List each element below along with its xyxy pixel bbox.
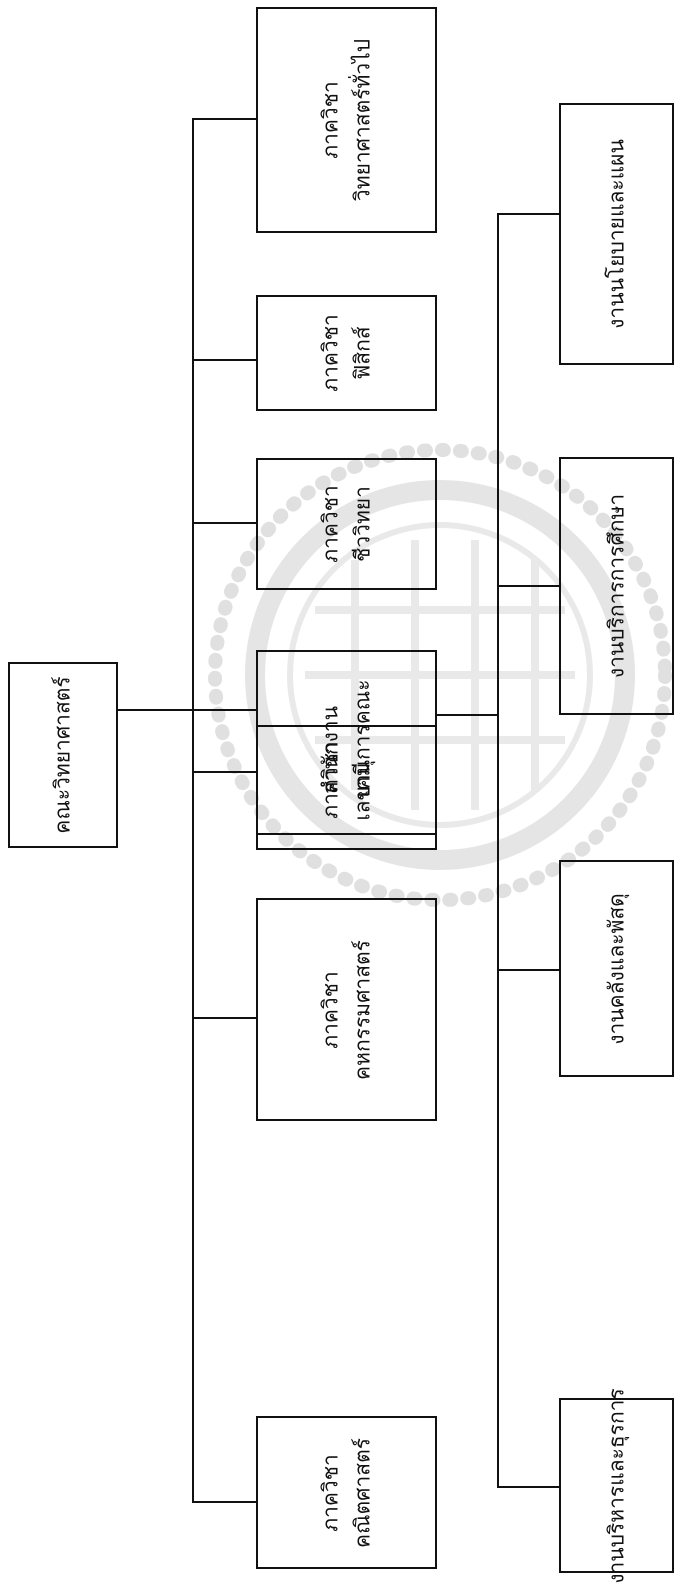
connector-general-science [192, 118, 256, 120]
dept-line2: ชีววิทยา [349, 486, 374, 562]
connector-academic-services [497, 585, 559, 587]
root-box-faculty-of-science: คณะวิทยาศาสตร์ [8, 662, 118, 848]
unit-box-finance-supplies: งานคลังและพัสดุ [559, 860, 674, 1077]
unit-box-admin-general: งานบริหารและธุรการ [559, 1388, 674, 1583]
connector-home-economics [192, 1017, 256, 1019]
dept-box-mathematics: ภาควิชา คณิตศาสตร์ [256, 1416, 437, 1569]
dept-line2: ฟิสิกส์ [349, 326, 374, 380]
dept-line1: ภาควิชา [318, 1453, 342, 1532]
dept-line1: ภาควิชา [318, 81, 342, 159]
unit-label: งานบริหารและธุรการ [603, 1387, 628, 1583]
dept-box-general-science: ภาควิชา วิทยาศาสตร์ทั่วไป [256, 7, 437, 233]
dept-line1: ภาควิชา [318, 970, 342, 1049]
root-connector [118, 709, 256, 711]
connector-biology [192, 522, 256, 524]
department-bus [192, 118, 194, 1501]
connector-admin-general [497, 1486, 559, 1488]
unit-label: งานคลังและพัสดุ [603, 892, 628, 1045]
dept-box-biology: ภาควิชา ชีววิทยา [256, 458, 437, 590]
connector-finance-supplies [497, 969, 559, 971]
dept-line2: คหกรรมศาสตร์ [349, 939, 374, 1080]
unit-box-policy-planning: งานนโยบายและแผน [559, 103, 674, 365]
office-connector [437, 714, 498, 716]
connector-mathematics [192, 1501, 256, 1503]
unit-box-academic-services: งานบริการการศึกษา [559, 457, 674, 715]
connector-physics [192, 359, 256, 361]
dept-box-physics: ภาควิชา ฟิสิกส์ [256, 295, 437, 411]
dept-line1: ภาควิชา [318, 741, 342, 819]
dept-line2: เคมี [349, 762, 374, 798]
unit-label: งานนโยบายและแผน [603, 139, 628, 329]
dept-line1: ภาควิชา [318, 485, 342, 563]
office-bus [497, 213, 499, 1486]
root-label: คณะวิทยาศาสตร์ [50, 676, 75, 834]
dept-box-home-economics: ภาควิชา คหกรรมศาสตร์ [256, 898, 437, 1121]
dept-line1: ภาควิชา [318, 314, 342, 392]
dept-line2: คณิตศาสตร์ [349, 1437, 374, 1548]
connector-chemistry [192, 771, 256, 773]
connector-policy-planning [497, 213, 559, 215]
dept-box-chemistry: ภาควิชา เคมี [256, 725, 437, 835]
dept-line2: วิทยาศาสตร์ทั่วไป [349, 38, 374, 202]
unit-label: งานบริการการศึกษา [603, 493, 628, 679]
